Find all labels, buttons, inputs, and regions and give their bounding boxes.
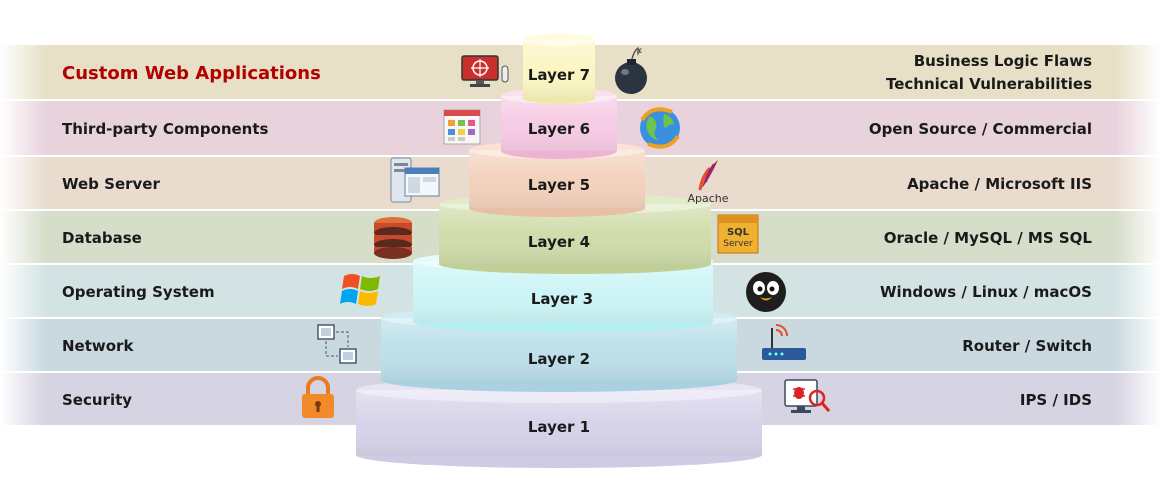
right-label-router-switch: Router / Switch [962,337,1092,355]
tier-label-3: Layer 3 [531,290,593,308]
tier-label-1: Layer 1 [528,418,590,436]
tier-label-6: Layer 6 [528,120,590,138]
bomb-icon [615,46,647,94]
tier-label-4: Layer 4 [528,233,590,251]
right-label-windows-linux: Windows / Linux / macOS [880,283,1092,301]
router-icon [762,324,806,360]
apache-logo-text: Apache [687,192,728,205]
left-label-third-party: Third-party Components [62,120,269,138]
tier-label-7: Layer 7 [528,66,590,84]
left-label-security: Security [62,391,132,409]
apache-feather-icon: Apache [687,160,729,205]
widget-grid-icon [443,109,481,145]
sql-server-icon: SQL Server [717,214,759,254]
server-windows-icon [390,157,440,203]
tier-label-2: Layer 2 [528,350,590,368]
left-label-web-server: Web Server [62,175,160,193]
tier-layer-7 [523,34,595,104]
windows-logo-icon [340,274,380,306]
right-label-business-logic: Business Logic Flaws [914,52,1092,70]
database-icon [374,217,412,259]
left-label-network: Network [62,337,134,355]
tier-label-5: Layer 5 [528,176,590,194]
right-label-oracle-mysql: Oracle / MySQL / MS SQL [884,229,1093,247]
tier-layer-5 [469,141,645,217]
right-label-ips-ids: IPS / IDS [1020,391,1092,409]
left-label-operating-system: Operating System [62,283,215,301]
linux-penguin-icon [746,272,786,312]
left-label-custom-web-applications: Custom Web Applications [62,63,321,84]
globe-icon [640,107,680,149]
bug-scan-icon [784,379,831,413]
sql-logo-line-1: SQL [727,227,750,238]
left-label-database: Database [62,229,142,247]
right-label-apache-iis: Apache / Microsoft IIS [907,175,1092,193]
monitor-target-icon [461,55,509,87]
right-label-open-source: Open Source / Commercial [869,120,1092,138]
padlock-icon [302,376,334,418]
sql-logo-line-2: Server [723,239,753,249]
network-nodes-icon [317,324,357,364]
right-label-technical-vulns: Technical Vulnerabilities [886,75,1092,93]
